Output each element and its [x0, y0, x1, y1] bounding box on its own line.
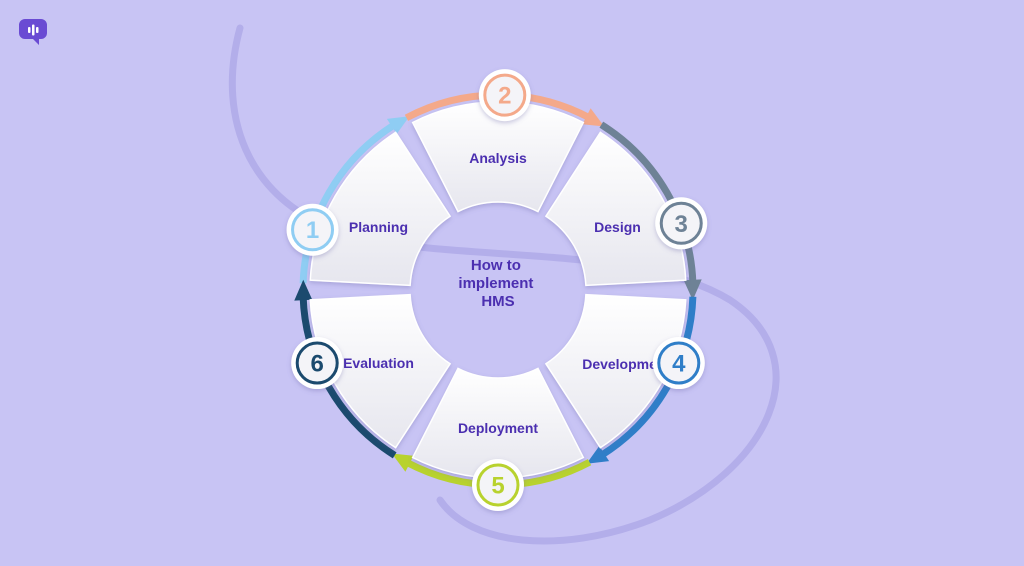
label-design: Design	[594, 219, 641, 235]
arrow-head-deployment	[391, 453, 414, 472]
cycle-segments: Planning AnalysisDesignDevelopmentDeploym…	[309, 101, 687, 479]
badge-inner-circle	[657, 341, 701, 385]
label-deployment: Deployment	[458, 420, 538, 436]
arrow-head-analysis	[582, 108, 605, 127]
badge-number-4: 4	[672, 351, 686, 378]
badge-step-1: 1	[286, 203, 339, 256]
label-planning: Planning	[349, 219, 408, 235]
badge-step-4: 4	[652, 337, 705, 390]
badge-step-2: 2	[478, 69, 531, 122]
arrow-head-evaluation	[294, 279, 313, 301]
badge-step-3: 3	[655, 197, 708, 250]
badge-inner-circle	[483, 73, 527, 117]
arrow-head-design	[683, 279, 702, 301]
label-development: Development	[582, 356, 670, 372]
segment-deployment	[411, 367, 585, 479]
segment-analysis	[411, 101, 585, 213]
segment-design	[544, 131, 687, 287]
badge-inner-circle	[659, 201, 703, 245]
arrow-head-planning	[386, 116, 410, 135]
background-swirl	[228, 24, 780, 545]
badge-number-6: 6	[311, 351, 324, 378]
step-badges: 1 2 3 4 5 6	[286, 69, 708, 511]
badge-number-3: 3	[675, 211, 688, 238]
badge-step-5: 5	[472, 459, 524, 511]
badge-number-2: 2	[498, 83, 511, 110]
badge-number-1: 1	[306, 217, 319, 244]
ring-arc-development	[599, 296, 697, 459]
ring-arc-planning	[299, 121, 397, 284]
badge-inner-circle	[295, 341, 339, 385]
logo	[19, 19, 47, 45]
badge-step-6: 6	[291, 337, 344, 390]
arrow-head-development	[586, 445, 610, 464]
ring-arc-evaluation	[299, 296, 397, 459]
label-analysis: Analysis	[469, 150, 527, 166]
ring-arc-design	[599, 121, 697, 284]
badge-number-5: 5	[491, 473, 504, 500]
badge-inner-circle	[476, 463, 520, 507]
segment-evaluation	[309, 293, 452, 449]
label-evaluation: Evaluation	[343, 355, 414, 371]
center-title: How to implement HMS	[458, 257, 537, 310]
badge-inner-circle	[291, 208, 335, 252]
